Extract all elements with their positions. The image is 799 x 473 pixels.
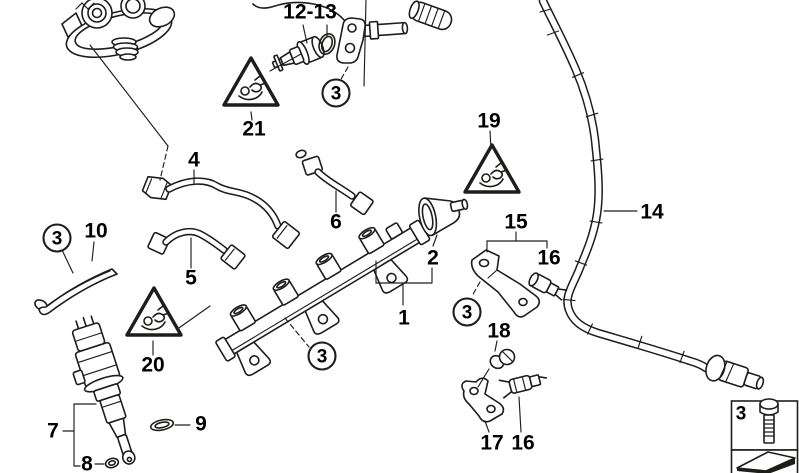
bolt-callout-left[interactable]: 3 xyxy=(42,223,72,253)
holder-bracket-drawing xyxy=(470,249,541,318)
continuation-arrow-icon xyxy=(736,451,796,473)
callout-10[interactable]: 10 xyxy=(84,220,107,243)
fuel-pipe-6-drawing xyxy=(295,149,374,216)
callout-1[interactable]: 1 xyxy=(398,307,410,330)
callout-6[interactable]: 6 xyxy=(330,211,342,234)
bracket-17-drawing xyxy=(461,377,505,423)
warning-triangle-21-icon xyxy=(222,56,280,107)
callout-16-lower[interactable]: 16 xyxy=(511,432,534,455)
o-ring-8-drawing xyxy=(104,457,120,469)
fuel-rail-drawing xyxy=(215,219,431,377)
callout-4[interactable]: 4 xyxy=(188,149,200,172)
callout-9[interactable]: 9 xyxy=(195,413,207,436)
fuel-pipe-4-drawing xyxy=(141,175,301,250)
fuel-pipe-5-drawing xyxy=(147,227,246,270)
bolt-callout-label: 3 xyxy=(52,229,63,250)
callout-16-upper[interactable]: 16 xyxy=(537,247,560,270)
bolt-callout-label: 3 xyxy=(331,84,342,105)
callout-17[interactable]: 17 xyxy=(480,432,503,455)
bolt-icon xyxy=(759,398,779,444)
callout-8[interactable]: 8 xyxy=(81,453,93,473)
o-ring-13-drawing xyxy=(318,33,336,55)
rail-injector-cups xyxy=(229,222,403,332)
clip-16-lower-drawing xyxy=(498,374,548,399)
warning-triangle-19-icon xyxy=(463,143,521,194)
callout-15[interactable]: 15 xyxy=(504,211,528,234)
rail-cover-10-drawing xyxy=(34,268,118,316)
bolt-callout-top[interactable]: 3 xyxy=(321,78,351,108)
bolt-callout-center[interactable]: 3 xyxy=(307,341,337,371)
pressure-damper-drawing xyxy=(418,197,469,237)
legend-fastener-label: 3 xyxy=(736,404,747,425)
bolt-callout-label: 3 xyxy=(317,347,328,368)
legend-fastener-box: 3 xyxy=(730,398,799,451)
callout-19[interactable]: 19 xyxy=(477,110,500,133)
callout-5[interactable]: 5 xyxy=(185,267,197,290)
leader-lines xyxy=(61,0,638,467)
callout-12-13[interactable]: 12-13 xyxy=(283,1,337,24)
bolt-callout-label: 3 xyxy=(462,303,473,324)
seal-ring-9-drawing xyxy=(149,418,175,432)
callout-2[interactable]: 2 xyxy=(427,247,439,270)
callout-18[interactable]: 18 xyxy=(487,320,511,343)
hose-end-fitting-drawing xyxy=(705,354,765,390)
callout-14[interactable]: 14 xyxy=(640,201,664,224)
callout-7[interactable]: 7 xyxy=(47,420,59,443)
fuel-hose-drawing xyxy=(538,0,765,390)
warning-triangle-20-icon xyxy=(125,286,183,337)
dashed-leader-lines xyxy=(159,66,481,348)
callout-21[interactable]: 21 xyxy=(242,118,266,141)
plug-18-drawing xyxy=(489,348,516,370)
callout-20[interactable]: 20 xyxy=(141,354,164,377)
legend-continuation-box xyxy=(730,449,799,473)
fuel-pump-drawing xyxy=(61,0,176,61)
rail-mounting-tabs xyxy=(235,258,409,377)
hose-segment-ticks xyxy=(539,8,685,364)
fuel-injector-drawing xyxy=(71,315,136,465)
rail-end-bracket-drawing xyxy=(252,1,409,64)
sensor-16-upper-drawing xyxy=(528,272,568,301)
bolt-callout-right[interactable]: 3 xyxy=(452,297,482,327)
quick-coupling-drawing xyxy=(408,0,453,31)
